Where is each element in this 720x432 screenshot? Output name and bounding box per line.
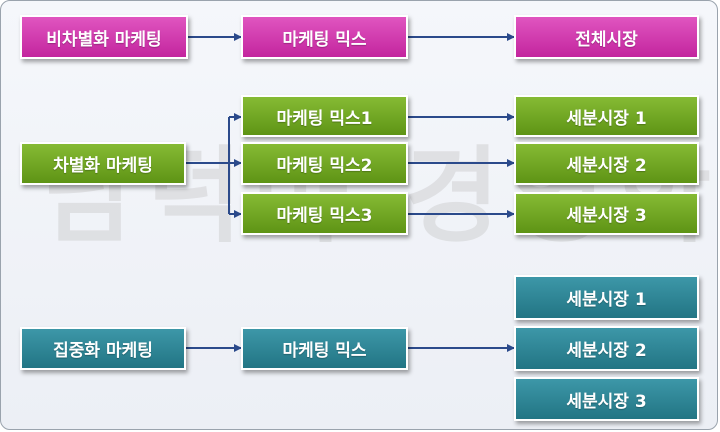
node-differentiated-strategy: 차별화 마케팅 (20, 142, 186, 185)
node-differentiated-mix-3: 마케팅 믹스3 (241, 192, 408, 235)
node-concentrated-segment-2: 세분시장 2 (514, 326, 699, 371)
node-differentiated-segment-3: 세분시장 3 (514, 192, 699, 235)
node-undifferentiated-strategy: 비차별화 마케팅 (20, 15, 188, 59)
node-concentrated-mix: 마케팅 믹스 (241, 327, 408, 370)
node-concentrated-segment-1: 세분시장 1 (514, 275, 699, 320)
node-total-market: 전체시장 (514, 15, 699, 59)
node-differentiated-segment-2: 세분시장 2 (514, 142, 699, 185)
node-undifferentiated-mix: 마케팅 믹스 (241, 15, 408, 59)
node-concentrated-segment-3: 세분시장 3 (514, 377, 699, 421)
node-differentiated-segment-1: 세분시장 1 (514, 95, 699, 137)
node-concentrated-strategy: 집중화 마케팅 (20, 327, 186, 370)
node-differentiated-mix-1: 마케팅 믹스1 (241, 95, 408, 137)
node-differentiated-mix-2: 마케팅 믹스2 (241, 142, 408, 185)
